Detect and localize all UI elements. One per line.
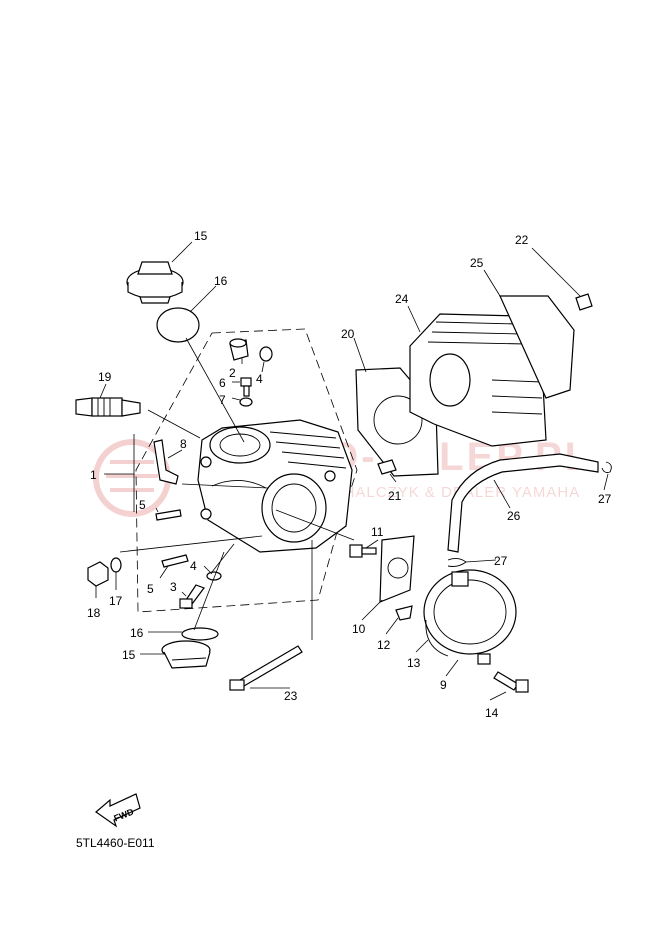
cylinder xyxy=(409,313,547,447)
callout-1: 1 xyxy=(90,468,97,482)
callout-15-bottom: 15 xyxy=(122,648,136,662)
callout-16-bottom: 16 xyxy=(130,626,144,640)
callout-4-top: 4 xyxy=(256,372,263,386)
callout-25: 25 xyxy=(470,256,484,270)
bolt-3 xyxy=(179,584,205,609)
callout-14: 14 xyxy=(485,706,499,720)
callout-26: 26 xyxy=(507,509,521,523)
callout-10: 10 xyxy=(352,622,366,636)
callout-22: 22 xyxy=(515,233,529,247)
bolt-14 xyxy=(493,671,529,693)
o-ring-small-top xyxy=(259,346,273,362)
bolt-11 xyxy=(349,544,377,558)
oil-filler-cap-top xyxy=(126,261,184,304)
diagram-code: 5TL4460-E011 xyxy=(76,836,155,850)
spark-plug xyxy=(75,397,141,417)
oil-nozzle xyxy=(229,338,249,361)
callout-5-upper: 5 xyxy=(139,498,146,512)
callout-17: 17 xyxy=(109,594,123,608)
cylinder-head xyxy=(197,419,353,553)
callout-21: 21 xyxy=(388,489,402,503)
hose-clip-upper xyxy=(601,461,612,473)
callout-11: 11 xyxy=(371,525,384,539)
callout-19: 19 xyxy=(98,370,112,384)
callout-6: 6 xyxy=(219,376,226,390)
callouts: 15 16 2 4 6 7 19 8 1 5 4 5 3 17 18 16 15… xyxy=(87,229,612,720)
oil-filler-cap-bottom xyxy=(161,640,211,669)
callout-24: 24 xyxy=(395,292,409,306)
stud-5-upper xyxy=(155,509,182,521)
callout-27-lower: 27 xyxy=(494,554,508,568)
callout-3: 3 xyxy=(170,580,177,594)
dowel-pin-lower xyxy=(377,459,397,475)
callout-4-lower: 4 xyxy=(190,559,197,573)
callout-7: 7 xyxy=(219,393,226,407)
breather-elbow xyxy=(153,439,179,485)
leader-lines xyxy=(95,241,609,701)
o-ring-bottom xyxy=(181,627,219,641)
stud-5-lower xyxy=(161,554,189,568)
callout-20: 20 xyxy=(341,327,355,341)
callout-27-upper: 27 xyxy=(598,492,612,506)
o-ring-top xyxy=(156,307,200,343)
dowel-pin-upper xyxy=(575,293,593,311)
callout-13: 13 xyxy=(407,656,421,670)
clip-12 xyxy=(395,605,413,621)
callout-16-top: 16 xyxy=(214,274,228,288)
callout-2: 2 xyxy=(229,366,236,380)
fwd-arrow: FWD xyxy=(95,793,141,828)
callout-12: 12 xyxy=(377,638,391,652)
washer-7 xyxy=(239,397,253,407)
cover-plate xyxy=(379,535,415,603)
gasket-17 xyxy=(110,557,122,573)
callout-15-top: 15 xyxy=(194,229,208,243)
gasket-bore xyxy=(373,395,423,445)
o-ring-small-lower xyxy=(206,571,222,581)
callout-23: 23 xyxy=(284,689,298,703)
base-gasket xyxy=(499,295,575,399)
callout-8: 8 xyxy=(180,437,187,451)
assembly-boundary xyxy=(135,328,358,613)
breather-hose xyxy=(447,453,599,553)
callout-9: 9 xyxy=(440,678,447,692)
callout-18: 18 xyxy=(87,606,101,620)
drain-plug xyxy=(87,561,109,587)
bolt-6 xyxy=(240,377,252,397)
hose-clip-lower xyxy=(447,557,467,567)
long-bolt xyxy=(229,645,303,691)
callout-5-lower: 5 xyxy=(147,582,154,596)
air-shroud-cover xyxy=(423,569,517,665)
